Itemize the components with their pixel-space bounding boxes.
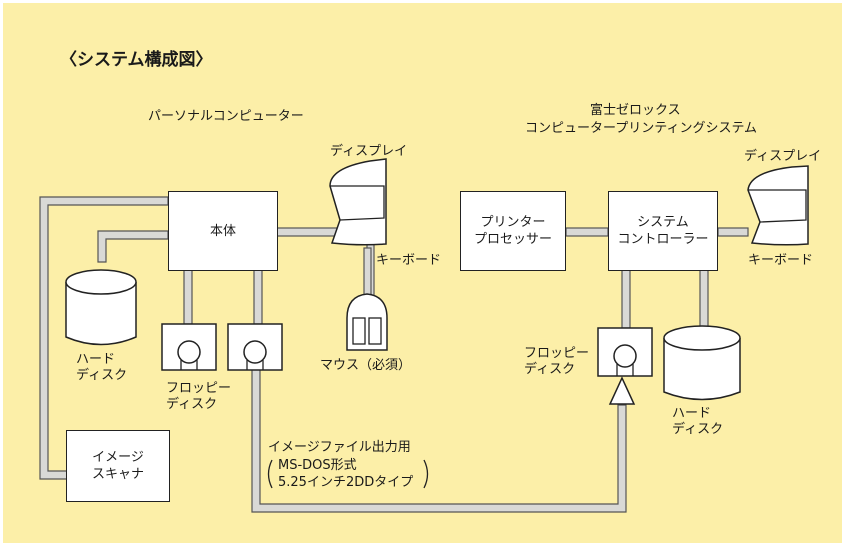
floppy2-shape — [227, 323, 283, 371]
right-display-shape — [747, 165, 809, 246]
left-display-label: ディスプレイ — [330, 144, 408, 159]
pipe-output-route — [251, 359, 627, 513]
output-note-bracket-left — [267, 459, 273, 489]
right-harddisk-label: ハード ディスク — [672, 406, 724, 437]
output-note-line1: イメージファイル出力用 — [268, 440, 411, 455]
pipe-controller-floppy — [621, 269, 631, 329]
output-note-line2: MS-DOS形式 — [278, 458, 357, 473]
output-note-bracket-right — [423, 459, 429, 489]
left-harddisk-label: ハード ディスク — [76, 352, 128, 383]
left-floppy-label: フロッピー ディスク — [166, 381, 232, 412]
right-keyboard-label: キーボード — [748, 253, 814, 268]
right-harddisk-shape — [663, 325, 741, 401]
pipe-main-floppy2 — [253, 269, 263, 325]
mouse-shape — [346, 293, 388, 351]
left-display-shape — [329, 158, 387, 246]
diagram-title: 〈システム構成図〉 — [60, 50, 213, 70]
main-unit-box: 本体 — [168, 191, 278, 271]
right-display-label: ディスプレイ — [744, 149, 822, 164]
floppy-right-shape — [597, 327, 653, 377]
output-arrow-head — [608, 376, 636, 405]
output-note-line3: 5.25インチ2DDタイプ — [278, 475, 414, 490]
pipe-main-display — [276, 227, 340, 237]
xerox-label-line2: コンピュータープリンティングシステム — [525, 121, 758, 136]
system-controller-box: システム コントローラー — [608, 191, 718, 271]
right-floppy-label: フロッピー ディスク — [524, 346, 590, 377]
floppy1-shape — [161, 323, 217, 371]
pc-label: パーソナルコンピューター — [148, 109, 304, 124]
pipe-harddisk-main — [97, 230, 169, 263]
pipe-printer-controller — [565, 227, 609, 237]
pipe-controller-harddisk — [699, 269, 709, 329]
pipe-main-floppy1 — [183, 269, 193, 325]
image-scanner-box: イメージ スキャナ — [66, 430, 170, 502]
left-keyboard-label: キーボード — [376, 253, 442, 268]
left-harddisk-shape — [65, 269, 137, 346]
mouse-label: マウス（必須） — [320, 358, 412, 373]
pipe-controller-display — [717, 227, 749, 237]
printer-processor-box: プリンター プロセッサー — [460, 191, 566, 271]
xerox-label-line1: 富士ゼロックス — [590, 103, 681, 118]
